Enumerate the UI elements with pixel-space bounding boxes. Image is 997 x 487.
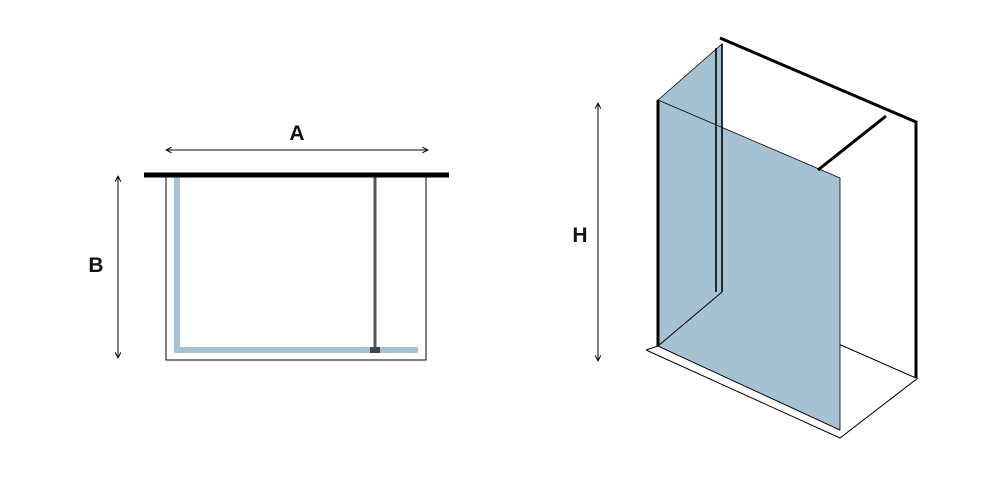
floor-line-iso: [657, 291, 723, 347]
tray-outline-iso: [645, 349, 919, 439]
profile-foot: [370, 347, 380, 353]
dimension-label-a: A: [289, 122, 304, 145]
stabilizer-bar-iso: [817, 114, 887, 172]
glass-front-panel: [657, 99, 841, 431]
top-view-diagram: A B: [88, 122, 449, 361]
dimension-label-h: H: [572, 224, 587, 247]
tray-outline: [165, 175, 427, 361]
dimension-label-b: B: [88, 254, 103, 277]
back-wall-frame: [719, 36, 918, 378]
glass-panel-top-view: [174, 177, 418, 353]
isometric-view-diagram: H: [572, 36, 919, 439]
